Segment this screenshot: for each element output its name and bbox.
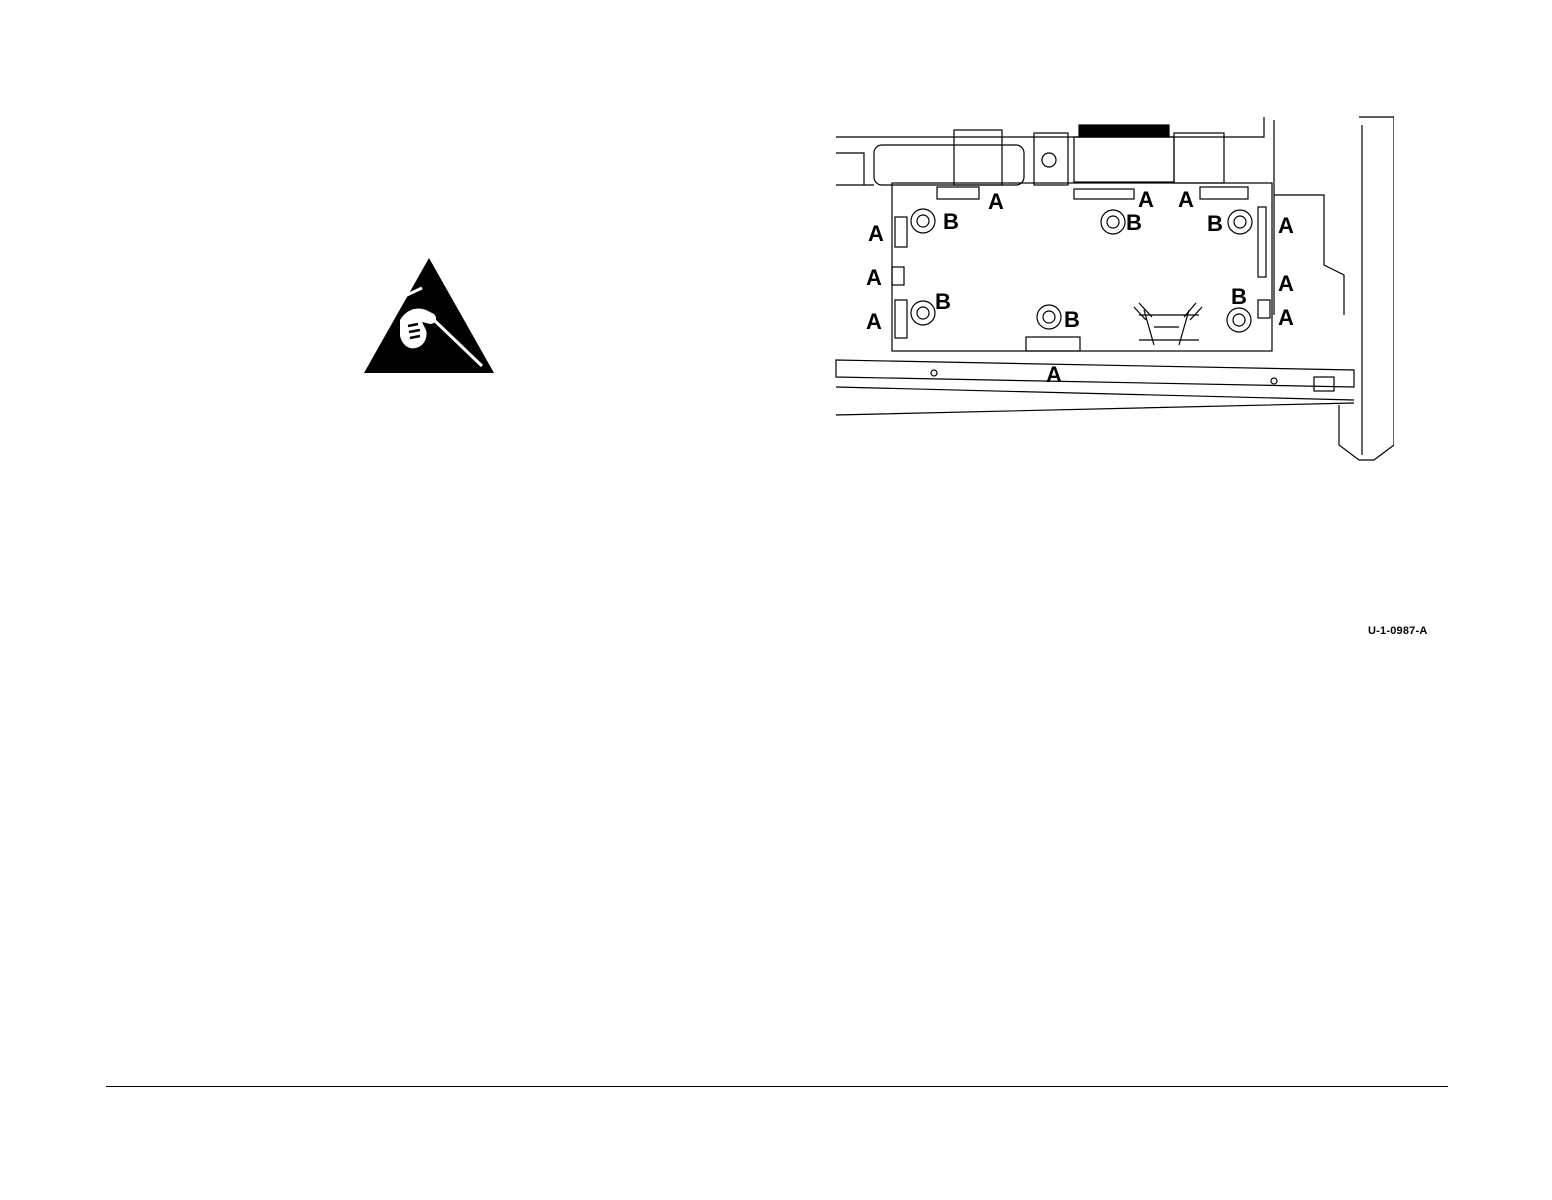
callout-a: A (868, 221, 884, 246)
callout-b: B (1207, 211, 1223, 236)
esd-warning-icon (364, 258, 494, 373)
callout-a: A (866, 309, 882, 334)
callout-a: A (1046, 362, 1062, 387)
callout-a: A (1138, 187, 1154, 212)
callout-b: B (1231, 284, 1247, 309)
callout-a: A (1278, 271, 1294, 296)
board-illustration: A A A A A A A A A A B B B B B B (834, 115, 1394, 465)
callout-b: B (1126, 210, 1142, 235)
callout-a: A (866, 265, 882, 290)
callout-a: A (988, 189, 1004, 214)
figure-id: U-1-0987-A (1368, 625, 1427, 637)
callout-a: A (1278, 305, 1294, 330)
callout-b: B (935, 289, 951, 314)
footer-divider (106, 1086, 1448, 1087)
callout-b: B (1064, 307, 1080, 332)
callout-a: A (1278, 213, 1294, 238)
callout-a: A (1178, 187, 1194, 212)
callout-b: B (943, 209, 959, 234)
